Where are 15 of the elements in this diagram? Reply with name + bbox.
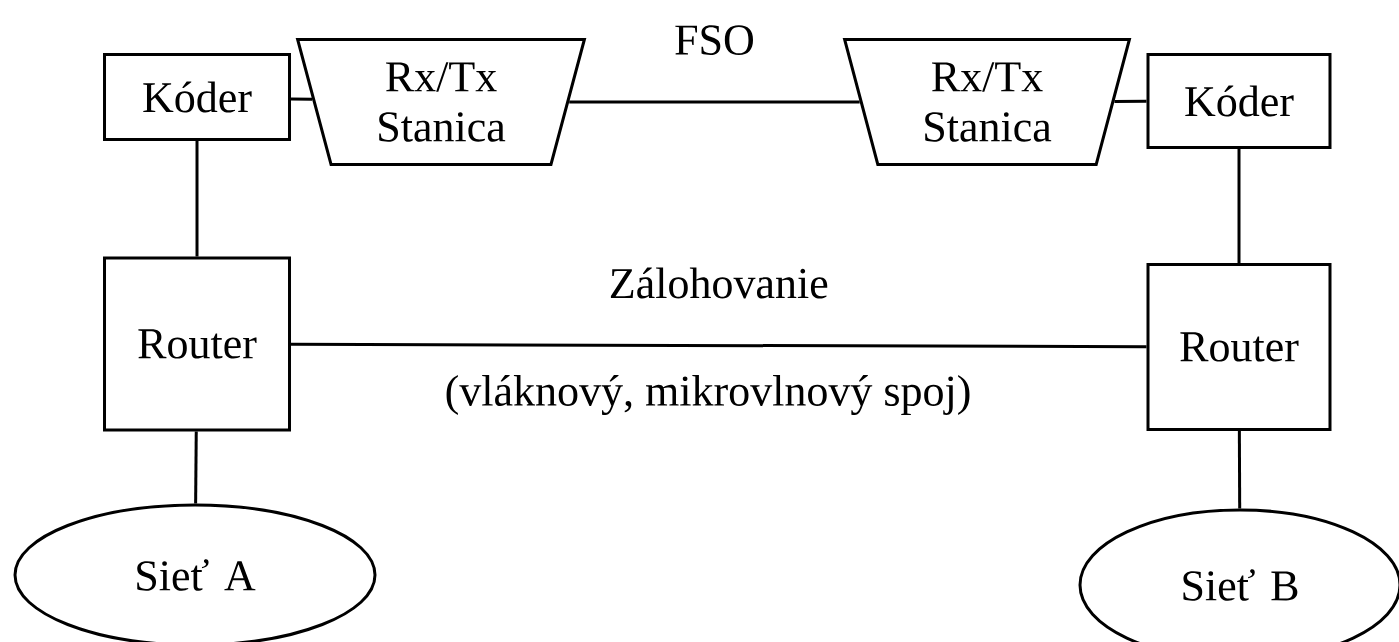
- caption-text: (vláknový, mikrovlnový spoj): [446, 374, 970, 416]
- connector-line: [1237, 431, 1242, 509]
- process-box: Kóder: [1146, 53, 1332, 149]
- edge-label: FSO: [675, 25, 753, 55]
- process-box: Router: [103, 256, 291, 432]
- connector-line: [194, 431, 198, 504]
- connector-line: [1114, 99, 1147, 103]
- edge-label: Zálohovanie: [610, 267, 828, 299]
- connector-line: [291, 342, 1147, 349]
- process-box: Router: [1146, 263, 1332, 431]
- connector-line: [195, 141, 199, 257]
- connector-line: [1237, 149, 1241, 263]
- connector-line: [290, 97, 313, 101]
- connector-line: [569, 100, 860, 104]
- process-box: Kóder: [103, 53, 291, 141]
